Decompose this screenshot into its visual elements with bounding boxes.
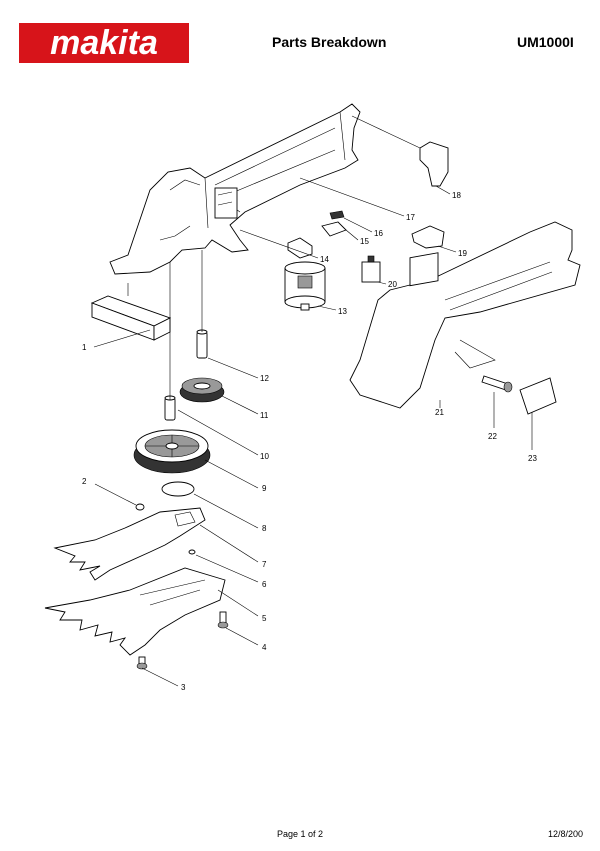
part-12-shaft [196, 329, 208, 359]
part-label: 14 [320, 255, 329, 264]
part-18-clip [419, 141, 449, 187]
part-22-screw [481, 375, 513, 393]
part-21-lower-housing [349, 221, 581, 409]
part-19-connector [411, 225, 445, 249]
part-label: 16 [374, 229, 383, 238]
part-label: 21 [435, 408, 444, 417]
part-label: 4 [262, 643, 267, 652]
leader-lines [93, 115, 533, 687]
logo-background [19, 23, 189, 63]
part-label: 7 [262, 560, 267, 569]
part-2-nut [135, 503, 145, 511]
part-label: 8 [262, 524, 267, 533]
part-4-screw [217, 611, 229, 629]
makita-logo: makita [19, 23, 189, 63]
part-7-blade [53, 507, 206, 581]
part-15-part [321, 221, 347, 237]
part-label: 3 [181, 683, 186, 692]
part-8-ring [161, 481, 195, 497]
part-label: 5 [262, 614, 267, 623]
part-label: 12 [260, 374, 269, 383]
part-label: 13 [338, 307, 347, 316]
logo-text: makita [50, 24, 158, 62]
part-label: 15 [360, 237, 369, 246]
upper-housing [109, 103, 361, 275]
part-20-switch [361, 255, 381, 283]
part-9-gear [133, 429, 211, 474]
page-number: Page 1 of 2 [277, 829, 324, 839]
part-label: 9 [262, 484, 267, 493]
part-label: 20 [388, 280, 397, 289]
part-label: 6 [262, 580, 267, 589]
part-labels: 1 2 3 4 5 6 7 8 9 10 11 12 13 14 15 16 1… [82, 191, 537, 692]
part-label: 11 [260, 411, 269, 420]
part-14-switch [287, 237, 313, 259]
page-title: Parts Breakdown [272, 34, 387, 50]
part-6-washer [188, 549, 196, 555]
part-13-motor [284, 261, 326, 311]
part-label: 23 [528, 454, 537, 463]
part-1-block [90, 295, 172, 341]
part-label: 2 [82, 477, 87, 486]
part-5-blade [44, 567, 226, 656]
model-number: UM1000I [517, 34, 574, 50]
part-3-screw [136, 656, 148, 670]
part-label: 17 [406, 213, 415, 222]
print-date: 12/8/200 [548, 829, 584, 839]
part-label: 19 [458, 249, 467, 258]
part-label: 18 [452, 191, 461, 200]
part-label: 1 [82, 343, 87, 352]
part-23-plate [519, 377, 557, 415]
part-11-gear [179, 377, 225, 403]
part-label: 10 [260, 452, 269, 461]
part-16-spring [329, 210, 345, 220]
part-label: 22 [488, 432, 497, 441]
